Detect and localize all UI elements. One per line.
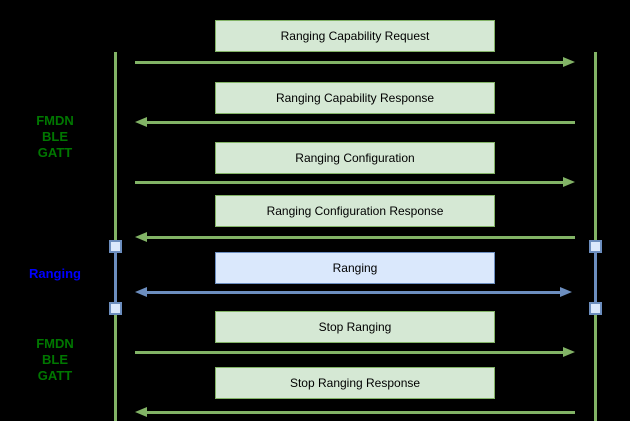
phase-label-line: Ranging (29, 266, 81, 281)
arrow-shaft (145, 235, 575, 239)
arrow-shaft (135, 180, 565, 184)
arrowhead-right-icon (560, 287, 572, 297)
activation-node-left-bottom (109, 302, 122, 315)
phase-label-line: BLE (42, 129, 68, 144)
arrowhead-right-icon (563, 57, 575, 67)
right-lifeline-ranging-segment (594, 246, 597, 310)
arrow-shaft (145, 410, 575, 414)
message-box-ranging-configuration: Ranging Configuration (215, 142, 495, 174)
arrowhead-left-icon (135, 117, 147, 127)
message-label: Ranging Capability Response (275, 91, 435, 105)
arrow-ranging-capability-request (135, 56, 575, 68)
arrow-shaft (135, 350, 565, 354)
left-lifeline-ranging-segment (114, 246, 117, 310)
right-lifeline (594, 52, 597, 421)
message-box-stop-ranging-response: Stop Ranging Response (215, 367, 495, 399)
phase-label-line: GATT (37, 145, 73, 160)
message-box-ranging-capability-response: Ranging Capability Response (215, 82, 495, 114)
message-label: Stop Ranging Response (289, 376, 421, 390)
arrow-ranging-configuration (135, 176, 575, 188)
message-label: Ranging Capability Request (280, 29, 430, 43)
arrow-shaft (145, 120, 575, 124)
arrowhead-right-icon (563, 177, 575, 187)
arrowhead-left-icon (135, 232, 147, 242)
arrow-ranging-configuration-response (135, 231, 575, 243)
phase-label-ranging: Ranging (0, 266, 110, 282)
arrow-ranging-bidirectional (135, 286, 572, 298)
arrowhead-left-icon (135, 287, 147, 297)
arrow-stop-ranging (135, 346, 575, 358)
arrow-shaft (145, 290, 562, 294)
phase-label-line: FMDN (36, 336, 74, 351)
phase-label-line: FMDN (36, 113, 74, 128)
arrow-shaft (135, 60, 565, 64)
message-label: Ranging Configuration Response (266, 204, 444, 218)
message-label: Ranging (332, 261, 378, 275)
phase-label-fmdn-ble-gatt-top: FMDN BLE GATT (0, 113, 110, 161)
message-box-ranging-capability-request: Ranging Capability Request (215, 20, 495, 52)
activation-node-left-top (109, 240, 122, 253)
activation-node-right-bottom (589, 302, 602, 315)
message-label: Ranging Configuration (295, 151, 415, 165)
arrow-ranging-capability-response (135, 116, 575, 128)
arrow-stop-ranging-response (135, 406, 575, 418)
phase-label-fmdn-ble-gatt-bottom: FMDN BLE GATT (0, 336, 110, 384)
activation-node-right-top (589, 240, 602, 253)
arrowhead-right-icon (563, 347, 575, 357)
message-label: Stop Ranging (318, 320, 392, 334)
message-box-ranging-configuration-response: Ranging Configuration Response (215, 195, 495, 227)
message-box-ranging: Ranging (215, 252, 495, 284)
message-box-stop-ranging: Stop Ranging (215, 311, 495, 343)
phase-label-line: BLE (42, 352, 68, 367)
arrowhead-left-icon (135, 407, 147, 417)
phase-label-line: GATT (37, 368, 73, 383)
left-lifeline (114, 52, 117, 421)
